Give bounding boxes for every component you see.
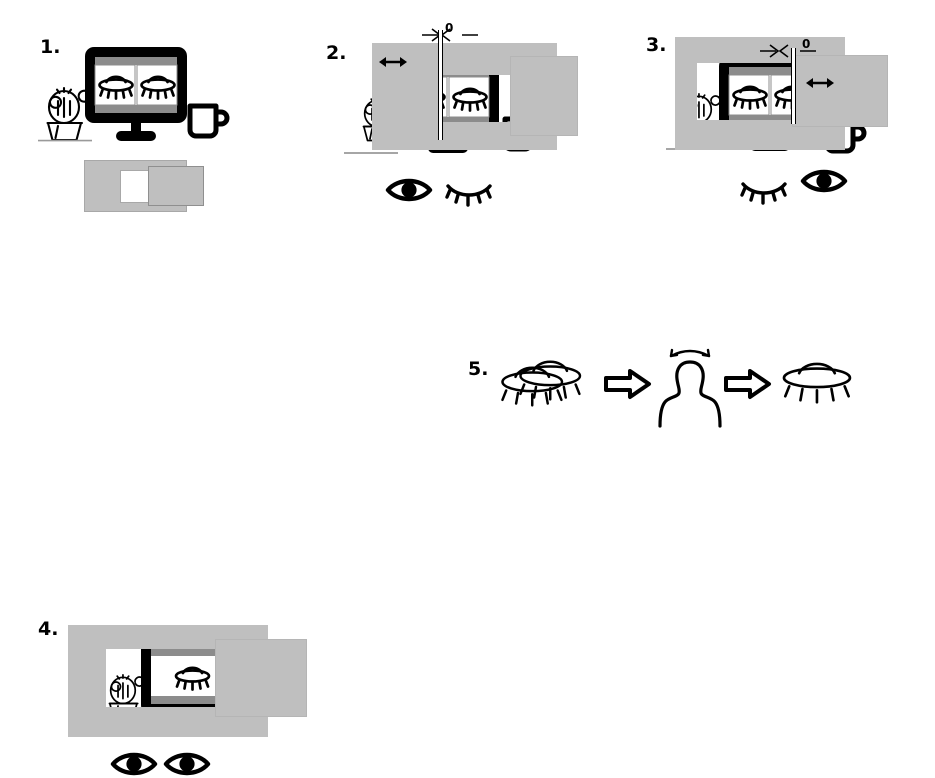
eye-closed-icon [740, 178, 788, 205]
arrow-right-icon [604, 369, 651, 399]
arrow-right-icon [724, 369, 771, 399]
occluder-card-icon [84, 156, 214, 212]
step-5-panel: 5. [460, 340, 852, 430]
step-4-panel: 4. [0, 300, 330, 776]
occluder-card-base-left [68, 625, 106, 737]
ufo-icon [732, 85, 768, 110]
eye-open-icon [800, 167, 848, 195]
step-1-number: 1. [40, 36, 61, 58]
eye-closed-icon [445, 180, 493, 207]
mug-icon [187, 103, 230, 143]
step-3-scene: 0 [640, 10, 935, 170]
step-3-number: 3. [646, 34, 667, 56]
occluder-card-slider [148, 166, 204, 206]
eye-open-icon [110, 750, 158, 778]
ufo-double-icon [500, 356, 596, 412]
ufo-icon [140, 75, 176, 100]
step-2-scene: 0 [320, 10, 610, 170]
step-5-number: 5. [468, 358, 489, 380]
alignment-crosshair-icon [758, 38, 818, 64]
step-2-number: 2. [326, 42, 347, 64]
ufo-single-icon [780, 360, 860, 410]
alignment-marker-label: 0 [802, 37, 811, 51]
horizontal-double-arrow-icon [378, 55, 408, 69]
eye-open-icon [163, 750, 211, 778]
ufo-icon [98, 75, 134, 100]
occluder-card-base-left [675, 37, 697, 150]
head-rocking-icon [655, 342, 725, 428]
occluder-card-slider [510, 56, 578, 136]
horizontal-double-arrow-icon [805, 76, 835, 90]
step-2-panel: 2. [320, 0, 620, 240]
ufo-icon [452, 87, 488, 112]
occluder-card-slider [792, 55, 888, 127]
alignment-guide-line [438, 30, 443, 140]
alignment-guide-line [791, 48, 796, 124]
cactus-icon [36, 76, 94, 142]
occluder-card-slider [215, 639, 307, 717]
step-4-scene [30, 625, 320, 740]
step-3-panel: 3. [640, 0, 935, 240]
eye-open-icon [385, 176, 433, 204]
step-1-panel: 1. [0, 0, 300, 240]
rocking-arc-arrow [669, 348, 711, 358]
alignment-marker-label: 0 [445, 21, 454, 35]
monitor-icon [84, 46, 188, 144]
